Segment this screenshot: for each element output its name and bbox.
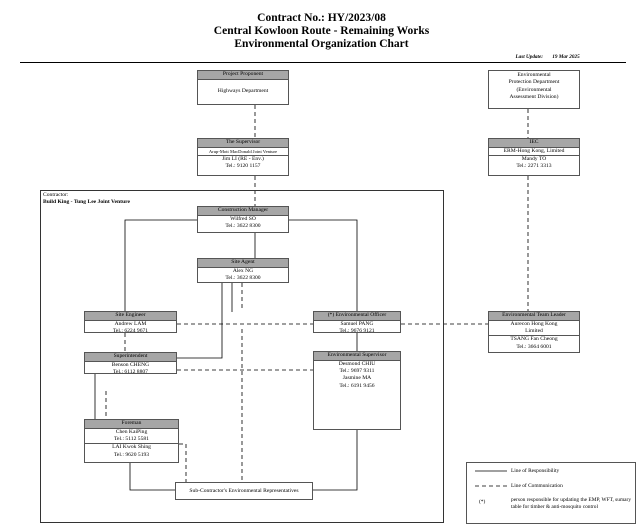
box-iec: IEC ERM-Hong Kong, Limited Mandy TO Tel.… — [488, 138, 580, 176]
foreman-header: Foreman — [85, 420, 178, 429]
iec-tel: Tel.: 2271 3313 — [516, 163, 552, 170]
environmental-supervisor-header: Environmental Supervisor — [314, 352, 400, 361]
epd-line3: (Environmental — [516, 86, 552, 93]
subcontractor-label: Sub-Contractor's Environmental Represent… — [189, 488, 299, 494]
legend-communication: Line of Communication — [511, 483, 563, 489]
environmental-supervisor-tel2: Tel.: 6191 9456 — [339, 382, 375, 389]
foreman-tel1: Tel.: 5112 5581 — [85, 436, 178, 445]
communication-lines — [105, 105, 529, 484]
supervisor-header: The Supervisor — [198, 139, 288, 148]
iec-header: IEC — [489, 139, 579, 148]
box-site-agent: Site Agent Alex NG Tel.: 3622 8300 — [197, 258, 289, 283]
site-agent-person: Alex NG — [232, 267, 254, 274]
last-update-label: Last Update: — [515, 54, 543, 60]
legend-star: (*) — [479, 499, 486, 505]
contractor-name-text: Build King - Tung Lee Joint Venture — [43, 199, 130, 205]
epd-line1: Environmental — [517, 72, 551, 78]
site-agent-header: Site Agent — [198, 259, 288, 268]
title-chart-name: Environmental Organization Chart — [234, 38, 409, 50]
foreman-person1: Chen KaiPing — [115, 428, 148, 435]
box-project-proponent: Project Proponent Highways Department — [197, 70, 289, 105]
supervisor-person: Jim LI (RE - Env.) — [222, 156, 264, 162]
environmental-supervisor-person2: Jasmine MA — [342, 375, 372, 382]
environmental-supervisor-person1: Desmond CHIU — [338, 360, 376, 367]
title-project-name: Central Kowloon Route - Remaining Works — [213, 25, 430, 37]
site-engineer-header: Site Engineer — [85, 312, 176, 321]
box-epd: Environmental Protection Department (Env… — [488, 70, 580, 109]
construction-manager-tel: Tel.: 3622 8300 — [225, 223, 261, 229]
et-leader-org2: Limited — [489, 328, 579, 337]
et-leader-org1: Aurecon Hong Kong — [510, 320, 558, 327]
box-construction-manager: Construction Manager Wilfred SO Tel.: 36… — [197, 206, 289, 233]
et-leader-person: TSANG Fan Cheong — [510, 336, 558, 343]
iec-person: Mandy TO — [521, 156, 547, 162]
last-update-date: 19 Mar 2025 — [552, 54, 580, 60]
contractor-label: Contractor: Build King - Tung Lee Joint … — [43, 192, 130, 206]
et-leader-header: Environmental Team Leader — [489, 312, 579, 321]
superintendent-tel: Tel.: 6112 8807 — [113, 369, 148, 375]
box-et-leader: Environmental Team Leader Aurecon Hong K… — [488, 311, 580, 353]
superintendent-header: Superintendent — [85, 353, 176, 362]
epd-line2: Protection Department — [508, 79, 560, 86]
box-foreman: Foreman Chen KaiPing Tel.: 5112 5581 LAI… — [84, 419, 179, 463]
epd-line4: Assessment Division) — [509, 94, 559, 101]
superintendent-person: Benson CHENG — [111, 361, 150, 368]
title-contract-no: Contract No.: HY/2023/08 — [257, 12, 386, 24]
environmental-officer-person: Samuel PANG — [340, 320, 374, 327]
legend-responsibility: Line of Responsibility — [511, 468, 560, 474]
contractor-frame — [40, 190, 444, 523]
header-divider — [20, 62, 626, 63]
last-update: Last Update: 19 Mar 2025 — [505, 54, 635, 60]
responsibility-lines — [94, 219, 358, 491]
site-engineer-tel: Tel.: 6224 9671 — [112, 328, 149, 334]
contractor-caption: Contractor: — [43, 192, 69, 198]
box-environmental-officer: (*) Environmental Officer Samuel PANG Te… — [313, 311, 401, 334]
supervisor-org: Arup-Mott MacDonald Joint Venture — [198, 148, 288, 156]
legend: Line of Responsibility Line of Communica… — [466, 462, 636, 524]
foreman-person2: LAI Kwok Shing — [112, 444, 151, 451]
construction-manager-header: Construction Manager — [198, 207, 288, 216]
legend-line-samples — [475, 470, 507, 487]
box-environmental-supervisor: Environmental Supervisor Desmond CHIU Te… — [313, 351, 401, 430]
environmental-officer-tel: Tel.: 9676 9121 — [339, 328, 375, 334]
supervisor-tel: Tel.: 9120 1157 — [225, 163, 261, 170]
iec-org: ERM-Hong Kong, Limited — [489, 148, 579, 156]
box-superintendent: Superintendent Benson CHENG Tel.: 6112 8… — [84, 352, 177, 375]
et-leader-tel: Tel.: 3664 6001 — [516, 343, 552, 350]
project-proponent-header: Project Proponent — [198, 71, 288, 80]
contractor-name: Build King - Tung Lee Joint Venture — [43, 199, 130, 206]
site-agent-tel: Tel.: 3622 8300 — [225, 275, 261, 281]
site-engineer-person: Andrew LAM — [114, 320, 147, 327]
box-subcontractor: Sub-Contractor's Environmental Represent… — [175, 482, 313, 500]
legend-note: person responsible for updating the EMP,… — [511, 497, 632, 510]
project-proponent-org: Highways Department — [217, 87, 269, 94]
environmental-officer-header: (*) Environmental Officer — [314, 312, 400, 321]
foreman-tel2: Tel.: 9620 5193 — [113, 451, 150, 458]
box-site-engineer: Site Engineer Andrew LAM Tel.: 6224 9671 — [84, 311, 177, 334]
box-supervisor: The Supervisor Arup-Mott MacDonald Joint… — [197, 138, 289, 176]
construction-manager-person: Wilfred SO — [230, 215, 256, 222]
environmental-supervisor-tel1: Tel.: 9697 9311 — [339, 368, 375, 374]
